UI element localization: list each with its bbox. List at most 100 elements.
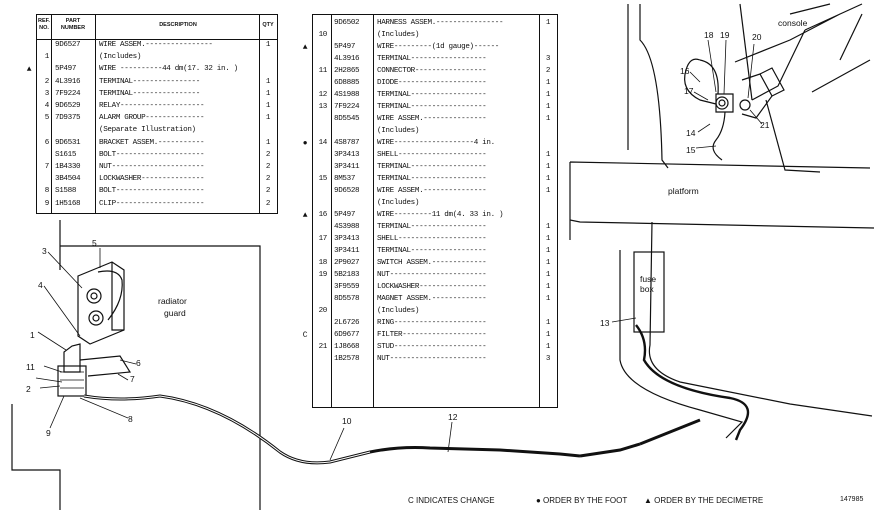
row-description: WIRE ----------44 dm(17. 32 in. ) [99,65,238,74]
fuse-box-label-1: fuse [640,274,657,284]
row-part-number: 1J8668 [334,343,360,351]
callout-21: 21 [760,120,770,130]
row-description: TERMINAL------------------ [377,163,487,171]
radiator-guard [11,220,261,510]
row-quantity: 2 [545,67,551,75]
header-qty: QTY [262,22,274,28]
row-part-number: 4S3988 [334,223,360,231]
row-part-number: 3F9559 [334,283,360,291]
callout-5: 5 [92,238,97,248]
row-quantity: 1 [265,89,271,98]
row-quantity: 1 [265,102,271,110]
row-description: BRACKET ASSEM.----------- [99,138,205,147]
row-part-number: 7F9224 [334,103,360,111]
row-quantity: 1 [545,19,551,27]
table-row: 4L3916 TERMINAL------------------ 3 [313,55,557,65]
row-ref: 11 [318,67,328,75]
row-ref: 17 [318,235,328,243]
row-ref: 10 [318,31,328,39]
row-part-number: 4S8787 [334,139,360,147]
row-part-number: 9D6528 [334,187,360,195]
row-ref: 3 [44,89,50,98]
row-description: NUT----------------------- [377,355,487,363]
row-ref: 4 [44,102,50,110]
console-label: console [778,18,808,28]
row-part-number: 2P9027 [334,259,360,267]
row-part-number: 3P3413 [334,151,360,159]
row-ref: 13 [318,103,328,111]
row-description: FILTER-------------------- [377,331,487,339]
row-part-number: 4S1988 [334,91,360,99]
row-quantity: 1 [545,175,551,183]
row-description: TERMINAL------------------ [377,55,487,63]
callout-8: 8 [128,414,133,424]
header-ref: REF. NO. [38,18,50,31]
row-ref: 20 [318,307,328,315]
row-quantity: 1 [545,115,551,123]
figure-number: 147985 [840,496,864,503]
radiator-guard-label-1: radiator [158,296,187,306]
row-description: TERMINAL------------------ [377,103,487,111]
row-description: (Includes) [377,127,420,135]
fuse-box-label-2: box [640,284,654,294]
row-part-number: 8M537 [334,175,356,183]
table-row: 10(Includes) [313,31,557,41]
header-desc: DESCRIPTION [159,22,197,28]
row-description: (Includes) [377,307,420,315]
row-part-number: 6D9677 [334,331,360,339]
row-description: RING---------------------- [377,319,487,327]
row-ref: 7 [44,163,50,171]
row-part-number: 3P3411 [334,163,360,171]
row-description: LOCKWASHER--------------- [99,175,205,184]
row-ref: 15 [318,175,328,183]
table-row: (Separate Illustration) [37,126,277,136]
parts-table-1: REF. NO. PART NUMBER DESCRIPTION QTY 9D6… [27,14,278,214]
table-row: (Includes) [313,199,557,209]
row-ref: 21 [318,343,328,351]
row-ref: 19 [318,271,328,279]
row-description: CLIP--------------------- [99,199,205,208]
row-description: ALARM GROUP-------------- [99,114,205,123]
row-description: SWITCH ASSEM.------------- [377,259,487,267]
row-mark: C [302,331,308,340]
callout-9: 9 [46,428,51,438]
callout-6: 6 [136,358,141,368]
row-part-number: 4L3916 [334,55,360,63]
row-description: WIRE---------(1d gauge)------ [377,43,500,51]
row-part-number: 3P3413 [334,235,360,243]
row-quantity: 3 [545,55,551,63]
header-part: PART NUMBER [60,18,86,31]
console-outline [627,4,669,169]
row-part-number: 1B4330 [55,163,81,171]
row-ref: 8 [44,187,50,196]
table-header: REF. NO. PART NUMBER DESCRIPTION QTY [37,15,277,40]
row-quantity: 1 [265,114,271,123]
row-part-number: 8D5578 [334,295,360,303]
row-description: HARNESS ASSEM.---------------- [377,19,504,27]
row-part-number: 5P497 [334,43,356,51]
callout-13: 13 [600,318,610,328]
footer-foot: ● ORDER BY THE FOOT [536,496,628,505]
row-description: TERMINAL------------------ [377,91,487,99]
row-description: WIRE ASSEM.--------------- [377,115,487,123]
row-quantity: 1 [545,331,551,339]
